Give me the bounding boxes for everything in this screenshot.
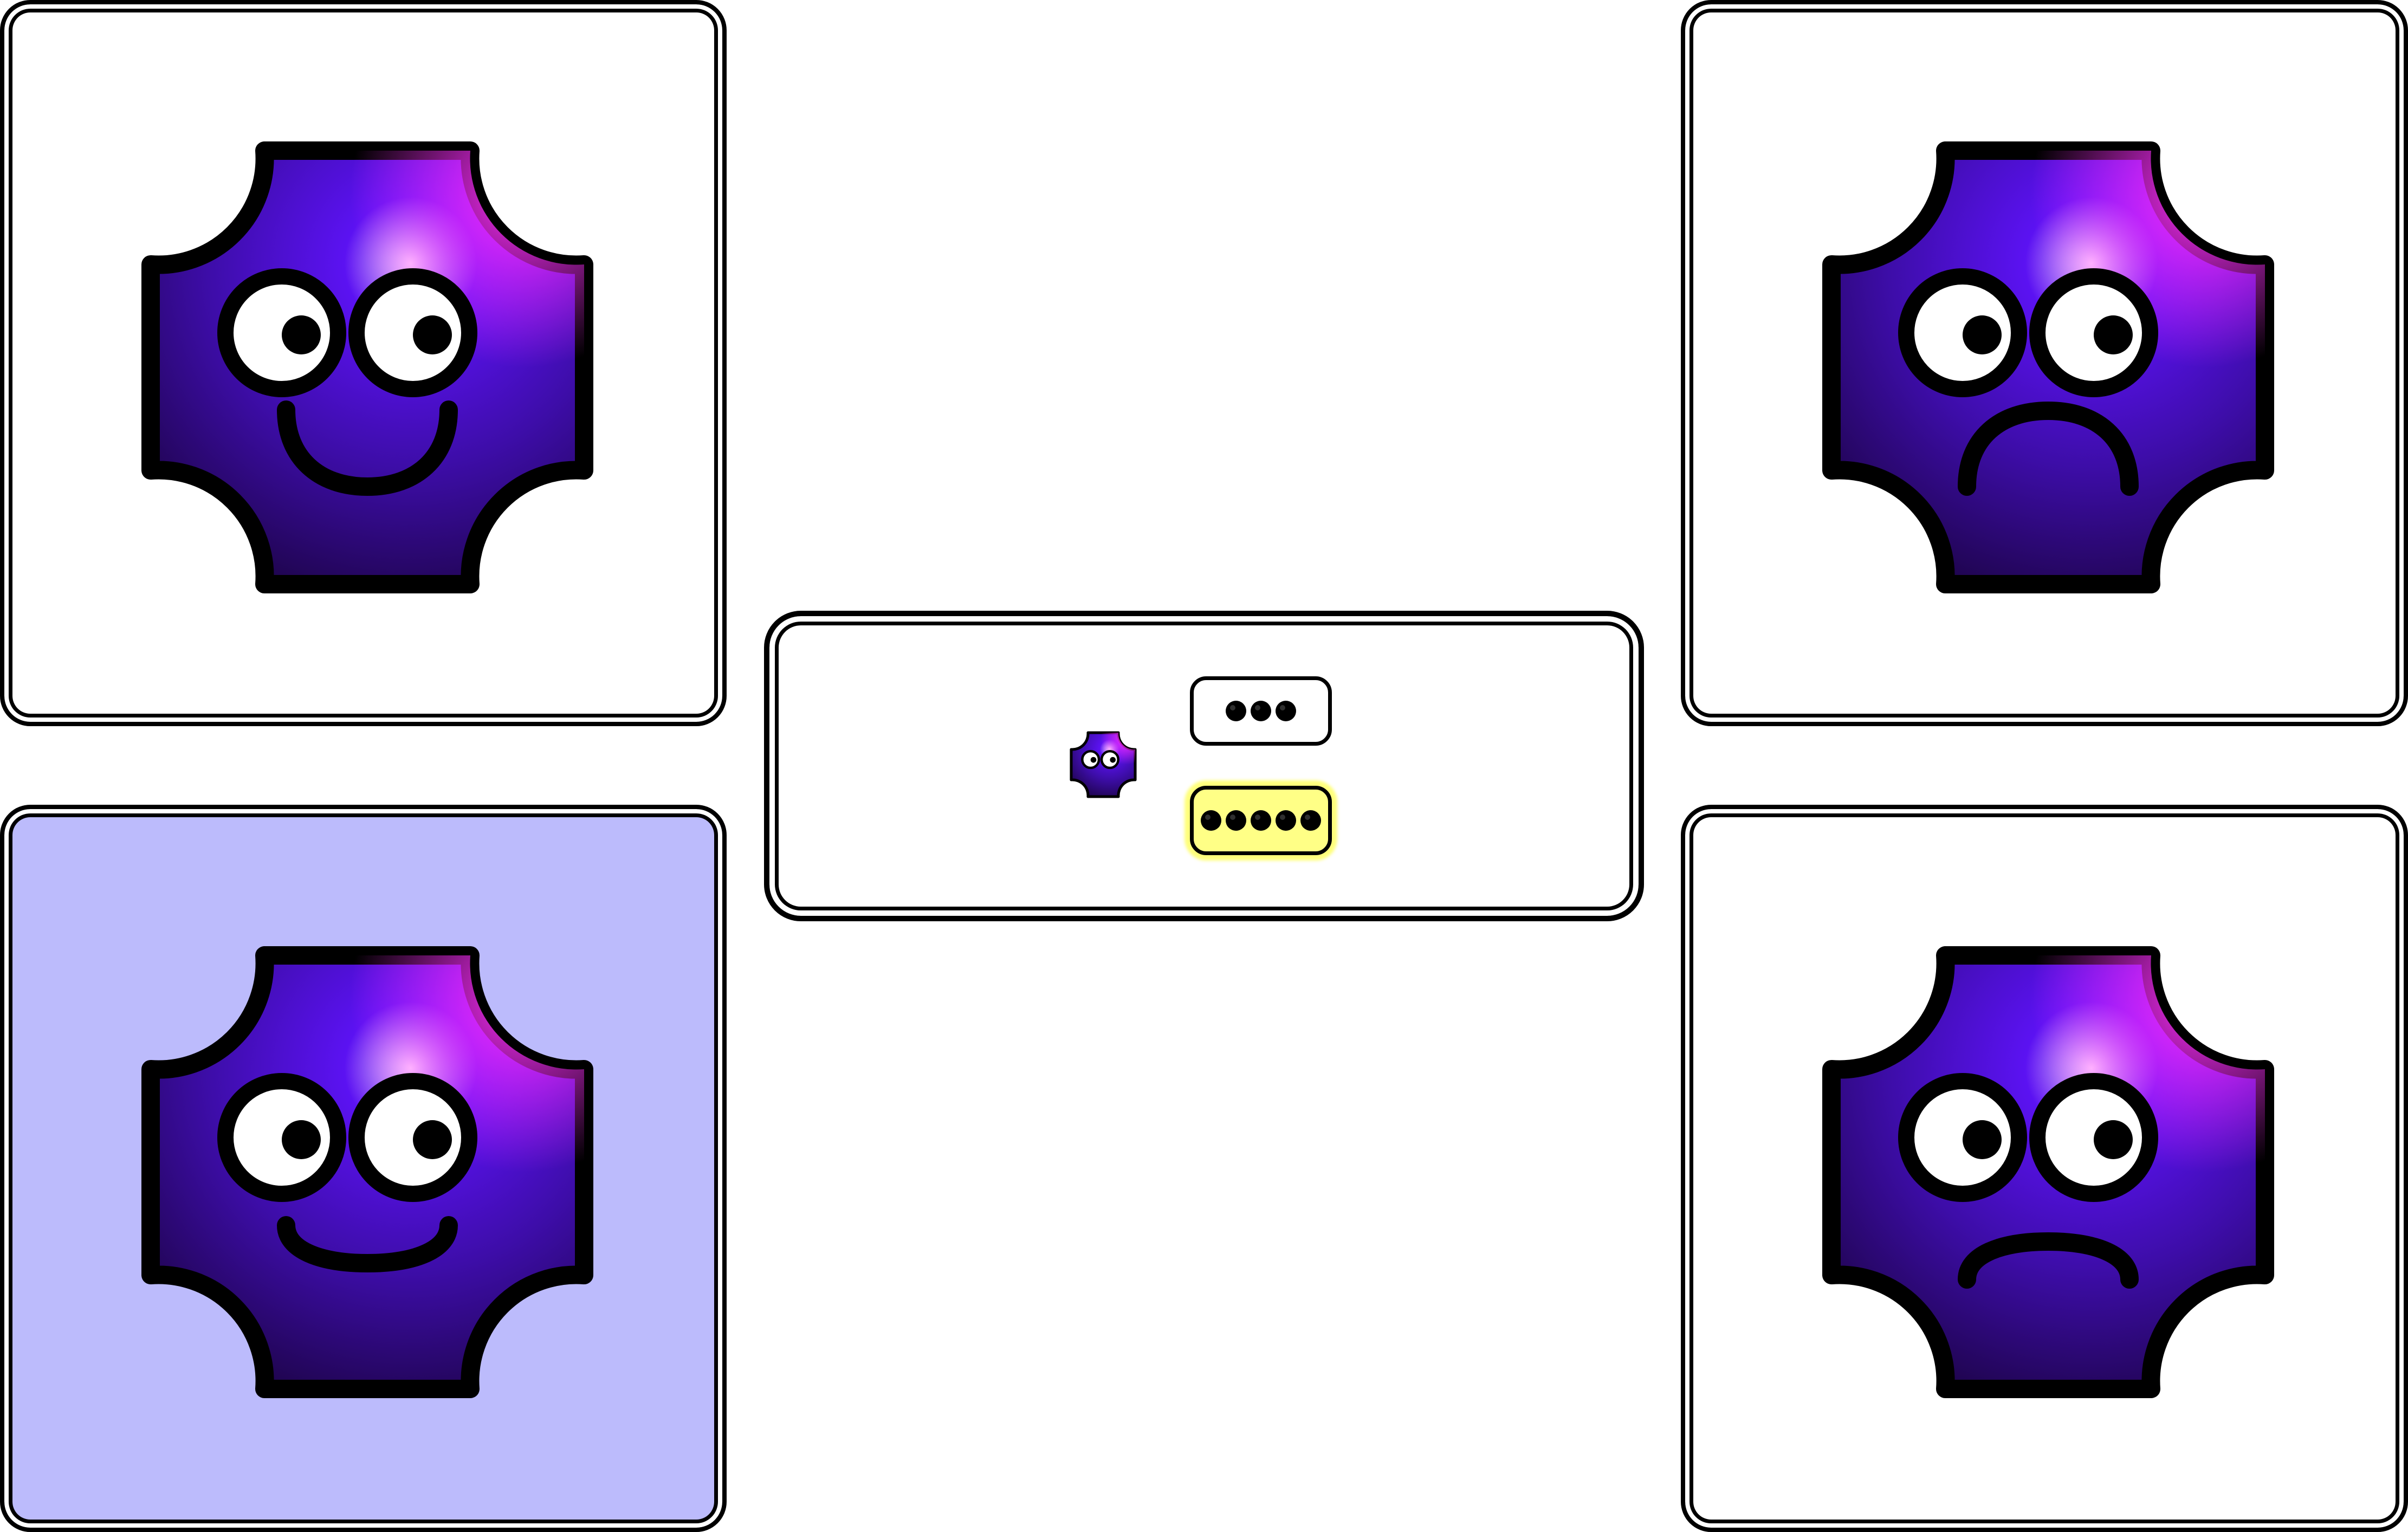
- creature-face-icon: [141, 141, 593, 593]
- dot-icon: [1226, 701, 1246, 721]
- dot-icon: [1276, 810, 1296, 831]
- card-frown-big[interactable]: [1681, 0, 2408, 726]
- creature-face-icon: [141, 946, 593, 1398]
- creature-face-icon: [1822, 141, 2274, 593]
- left-eye: [1898, 268, 2027, 397]
- card-smile-small[interactable]: [0, 805, 727, 1532]
- right-eye: [2029, 1073, 2158, 1202]
- left-eye: [217, 268, 346, 397]
- choice-three-dots[interactable]: [1190, 676, 1332, 746]
- dot-icon: [1276, 701, 1296, 721]
- mouth-smile-small: [277, 1216, 458, 1273]
- card-smile-big[interactable]: [0, 0, 727, 726]
- dot-icon: [1251, 810, 1271, 831]
- creature-face-icon: [1822, 946, 2274, 1398]
- mouth-frown-small: [1958, 1232, 2139, 1289]
- dot-icon: [1226, 810, 1246, 831]
- choice-five-dots[interactable]: [1190, 786, 1332, 855]
- left-eye: [217, 1073, 346, 1202]
- choice-inner-border: [1195, 682, 1326, 740]
- dot-icon: [1251, 701, 1271, 721]
- dot-icon: [1300, 810, 1321, 831]
- dots-group: [1201, 810, 1321, 831]
- mini-creature-icon: [1070, 731, 1137, 798]
- dots-group: [1226, 701, 1296, 721]
- left-eye: [1898, 1073, 2027, 1202]
- mouth-smile-big: [277, 400, 458, 496]
- mouth-frown-big: [1958, 401, 2139, 496]
- prompt-panel: [764, 611, 1644, 921]
- card-frown-small[interactable]: [1681, 805, 2408, 1532]
- right-eye: [2029, 268, 2158, 397]
- right-eye: [348, 268, 477, 397]
- dot-icon: [1201, 810, 1221, 831]
- right-eye: [348, 1073, 477, 1202]
